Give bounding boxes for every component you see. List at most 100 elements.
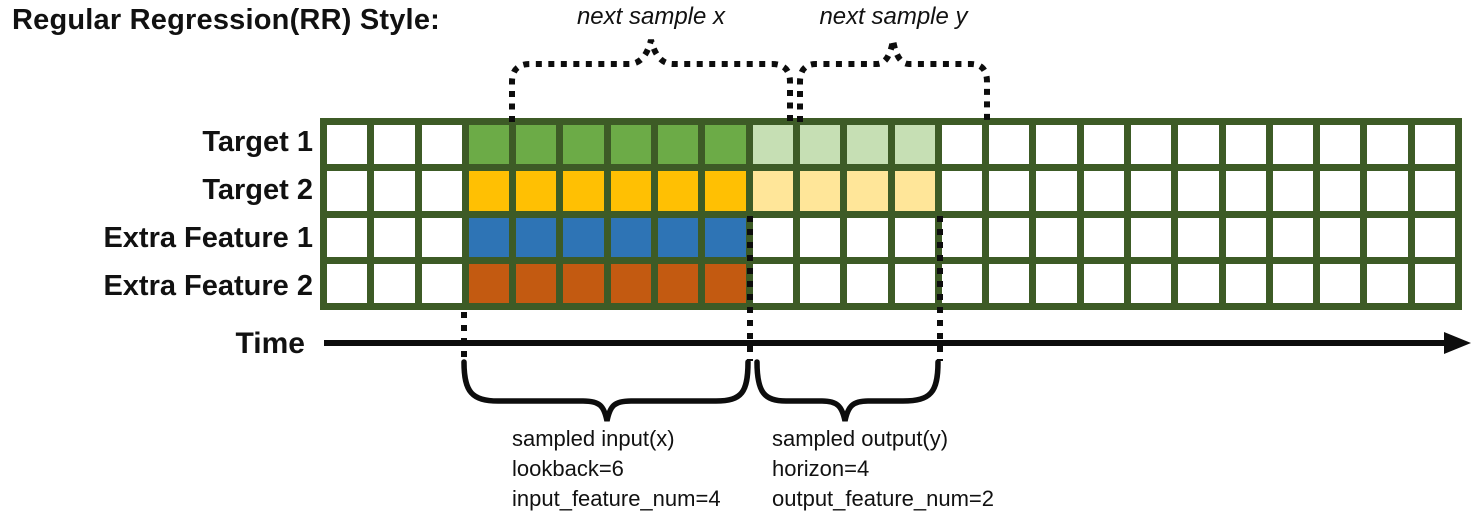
grid-cell (1225, 171, 1266, 211)
grid-cell (1272, 263, 1314, 303)
grid-cell (610, 217, 652, 257)
grid-cell (989, 263, 1030, 303)
grid-cell (752, 217, 793, 257)
grid-cell (1083, 171, 1124, 211)
grid-cell (327, 171, 368, 211)
grid-cell (847, 171, 888, 211)
next-sample-x-brace (509, 39, 793, 122)
grid-cell (516, 171, 557, 211)
grid-cell (1130, 263, 1172, 303)
grid-cell (327, 263, 368, 303)
grid-cell (799, 263, 841, 303)
grid-cell (799, 125, 841, 165)
grid-cell (1036, 125, 1077, 165)
grid-cell (847, 125, 888, 165)
grid-cell (610, 263, 652, 303)
grid-cell (658, 125, 699, 165)
grid-cell (752, 171, 793, 211)
grid-cell (1036, 217, 1077, 257)
page-title: Regular Regression(RR) Style: (12, 4, 440, 36)
grid-cell (847, 263, 888, 303)
sampled-input-title: sampled input(x) (512, 426, 675, 451)
grid-cell (941, 171, 983, 211)
horizon-value: horizon=4 (772, 456, 870, 481)
grid-cell (468, 125, 510, 165)
grid-cell (658, 171, 699, 211)
grid-cell (705, 263, 746, 303)
grid-cell (1414, 125, 1455, 165)
next-sample-y-brace (797, 39, 990, 122)
grid-cell (1083, 125, 1124, 165)
lookback-value: lookback=6 (512, 456, 624, 481)
grid-cell (894, 263, 935, 303)
sampled-input-brace (461, 359, 751, 422)
grid-cell (894, 171, 935, 211)
grid-cell (752, 125, 793, 165)
grid-cell (705, 125, 746, 165)
grid-cell (752, 263, 793, 303)
grid-cell (658, 263, 699, 303)
grid-cell (989, 171, 1030, 211)
grid-cell (1320, 263, 1361, 303)
grid-cell (374, 263, 415, 303)
grid-cell (658, 217, 699, 257)
grid-cell (1225, 125, 1266, 165)
grid-cell (941, 263, 983, 303)
grid-cell (894, 217, 935, 257)
sampled-output-annotation: sampled output(y) horizon=4 output_featu… (772, 424, 994, 514)
sample-grid (320, 118, 1462, 310)
grid-cell (1225, 217, 1266, 257)
grid-cell (421, 217, 462, 257)
grid-cell (563, 125, 604, 165)
time-axis-arrowhead (1444, 332, 1471, 354)
grid-cell (1272, 171, 1314, 211)
grid-cell (705, 171, 746, 211)
time-axis-label: Time (235, 327, 305, 360)
grid-cell (421, 171, 462, 211)
grid-cell (374, 171, 415, 211)
next-sample-y-label: next sample y (819, 3, 968, 30)
grid-cell (1320, 171, 1361, 211)
grid-cell (1130, 125, 1172, 165)
grid-cell (941, 125, 983, 165)
grid-cell (516, 263, 557, 303)
grid-cell (1414, 263, 1455, 303)
row-label-target-2: Target 2 (202, 174, 313, 206)
grid-cell (1178, 171, 1219, 211)
grid-cell (1178, 217, 1219, 257)
grid-cell (1036, 171, 1077, 211)
grid-cell (1178, 263, 1219, 303)
grid-cell (516, 217, 557, 257)
grid-cell (1367, 125, 1408, 165)
grid-cell (327, 125, 368, 165)
grid-cell (563, 171, 604, 211)
grid-cell (1272, 217, 1314, 257)
grid-cell (468, 171, 510, 211)
grid-cell (1178, 125, 1219, 165)
grid-cell (1320, 217, 1361, 257)
grid-cell (374, 125, 415, 165)
sampled-input-annotation: sampled input(x) lookback=6 input_featur… (512, 424, 721, 514)
grid-cell (374, 217, 415, 257)
grid-cell (468, 217, 510, 257)
grid-cell (1036, 263, 1077, 303)
grid-cell (989, 125, 1030, 165)
grid-cell (421, 125, 462, 165)
grid-cell (1272, 125, 1314, 165)
grid-cell (705, 217, 746, 257)
grid-cell (894, 125, 935, 165)
grid-cell (1414, 217, 1455, 257)
grid-cell (1083, 217, 1124, 257)
grid-cell (468, 263, 510, 303)
grid-cell (327, 217, 368, 257)
grid-cell (847, 217, 888, 257)
grid-cell (1225, 263, 1266, 303)
grid-cell (941, 217, 983, 257)
grid-cell (1130, 171, 1172, 211)
row-label-extra-feature-1: Extra Feature 1 (103, 222, 313, 254)
grid-cell (1414, 171, 1455, 211)
sampled-output-brace (754, 359, 941, 422)
grid-cell (563, 217, 604, 257)
row-label-target-1: Target 1 (202, 126, 313, 158)
